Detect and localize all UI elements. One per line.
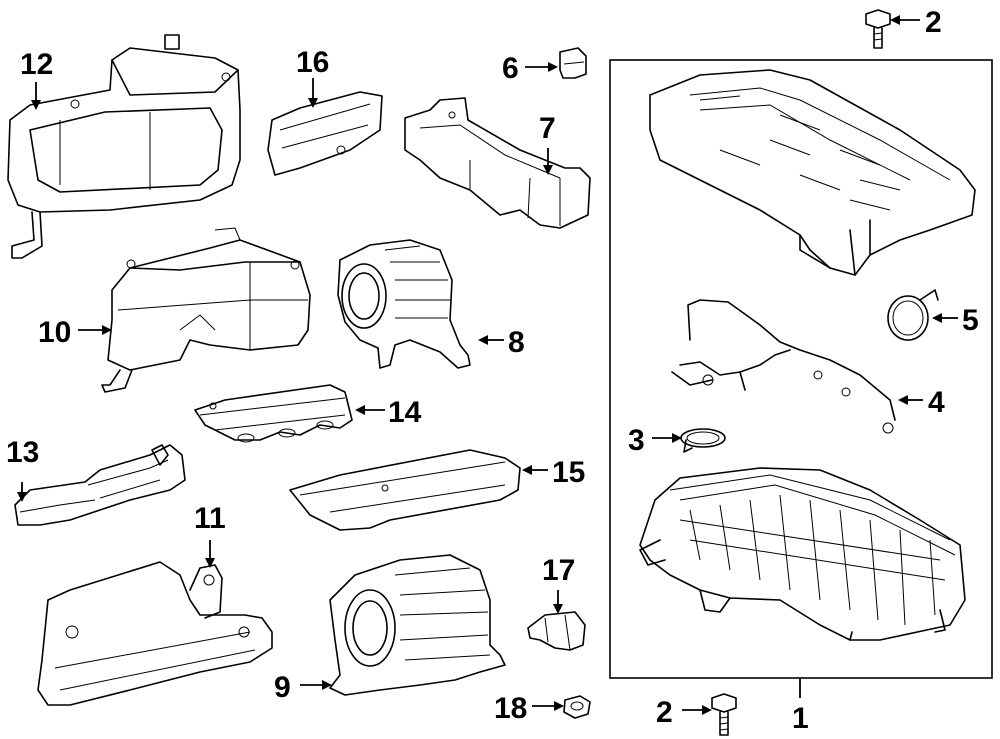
part-1-battery [639, 467, 966, 641]
callout-15: 15 [552, 456, 585, 489]
callout-12: 12 [20, 48, 53, 81]
callout-2-bottom: 2 [656, 696, 673, 729]
callout-7: 7 [539, 112, 556, 145]
callout-16: 16 [296, 46, 329, 79]
callout-3: 3 [628, 424, 645, 457]
part-14-duct [194, 384, 353, 443]
part-16-cover [267, 91, 383, 176]
callout-10: 10 [38, 316, 71, 349]
part-1-harness [671, 299, 896, 434]
part-13-duct [14, 444, 186, 526]
assembly-frame [609, 59, 993, 679]
callout-17: 17 [542, 554, 575, 587]
part-18-nut [563, 695, 591, 719]
part-2-bolt-bottom [711, 693, 737, 736]
part-2-bolt-top [865, 9, 891, 49]
leader-lines [17, 15, 958, 715]
part-12-duct [7, 34, 241, 259]
callout-4: 4 [928, 386, 945, 419]
callout-14: 14 [388, 396, 422, 429]
callout-2-top: 2 [925, 6, 942, 39]
callout-1: 1 [792, 702, 809, 735]
callout-8: 8 [508, 326, 525, 359]
part-3-clamp [680, 428, 726, 453]
part-9-blower [329, 554, 506, 696]
callout-6: 6 [502, 52, 519, 85]
part-8-blower [337, 239, 471, 369]
callout-numbers: 12 16 6 7 2 10 8 5 14 3 4 13 15 11 17 9 … [6, 6, 979, 735]
callout-11: 11 [194, 502, 226, 535]
part-11-bracket [37, 561, 273, 706]
part-17-bracket [527, 611, 586, 651]
callout-13: 13 [6, 436, 39, 469]
part-6-clip [559, 47, 587, 79]
part-5-clamp [887, 289, 939, 341]
part-15-duct [289, 449, 521, 531]
part-10-housing [101, 227, 311, 393]
part-7-bracket [404, 97, 591, 229]
part-1-frame [649, 69, 976, 276]
callout-9: 9 [274, 671, 291, 704]
callout-18: 18 [494, 692, 527, 725]
callout-5: 5 [962, 304, 979, 337]
